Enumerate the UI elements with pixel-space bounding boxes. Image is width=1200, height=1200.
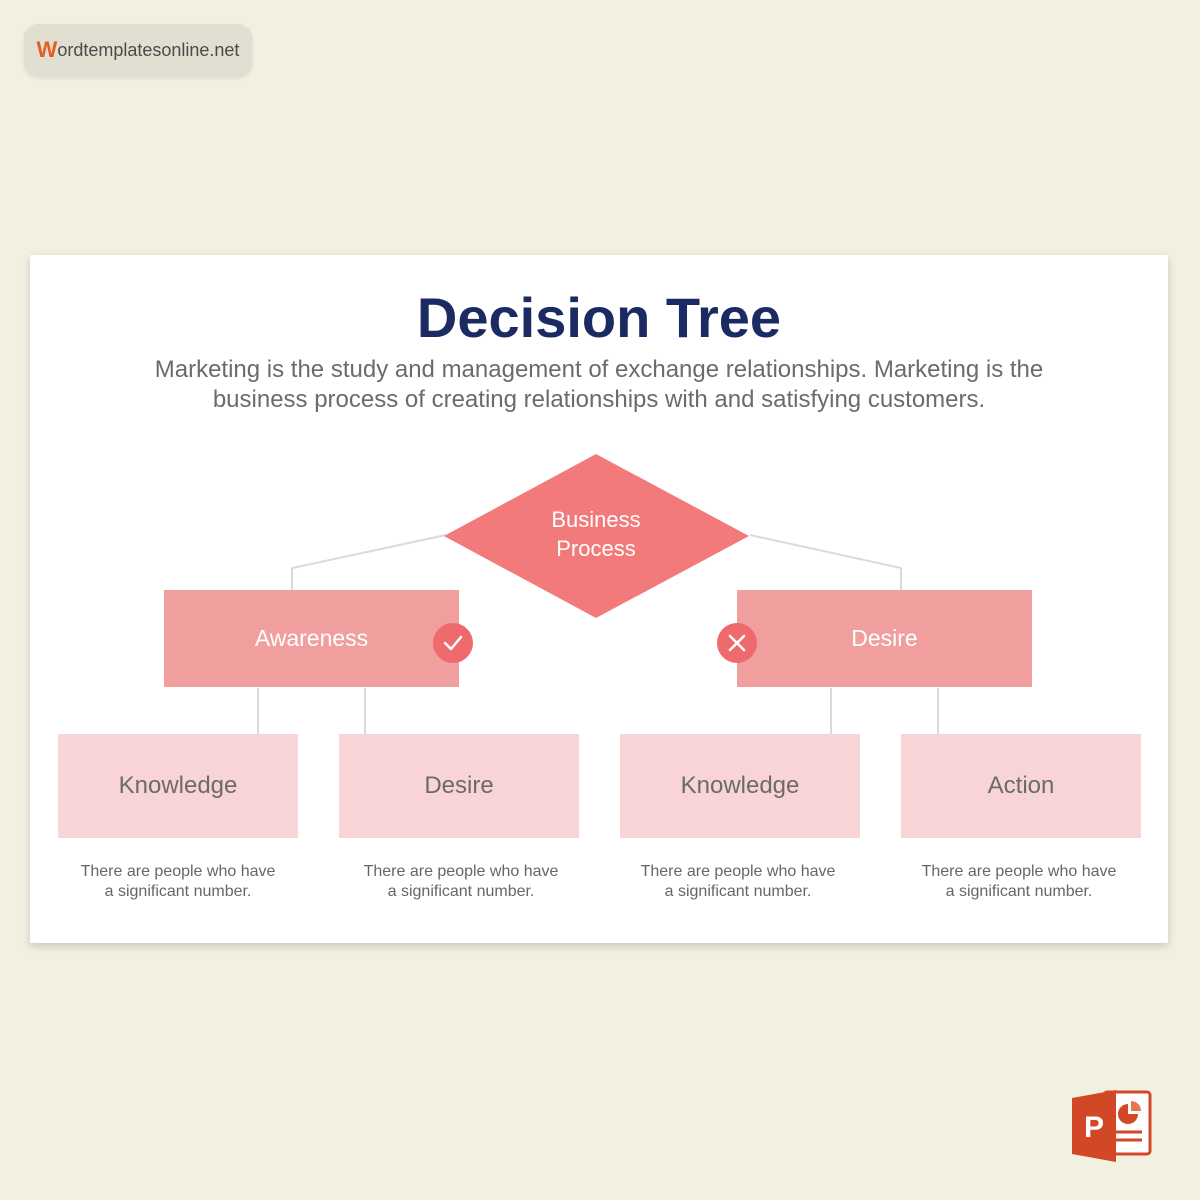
description-line-2: a significant number.	[945, 883, 1093, 900]
description-line-1: There are people who have	[921, 863, 1117, 880]
slide-subtitle: Marketing is the study and management of…	[90, 355, 1108, 415]
leaf-node-action: Action	[901, 734, 1141, 838]
description-line-1: There are people who have	[80, 863, 276, 880]
leaf-description-3: There are people who have a significant …	[608, 862, 868, 902]
branch-node-awareness: Awareness	[164, 590, 459, 687]
root-label-line-2: Process	[556, 536, 636, 561]
description-line-2: a significant number.	[664, 883, 812, 900]
cross-icon	[717, 623, 757, 663]
root-diamond-shape	[444, 454, 749, 618]
description-line-2: a significant number.	[104, 883, 252, 900]
slide-title: Decision Tree	[416, 286, 782, 349]
subtitle-line-1: Marketing is the study and management of…	[154, 356, 1044, 383]
branch-label-desire: Desire	[851, 625, 918, 651]
connector-lines	[257, 534, 939, 734]
leaf-node-desire: Desire	[339, 734, 579, 838]
subtitle-line-2: business process of creating relationshi…	[212, 386, 986, 413]
slide: Decision Tree Marketing is the study and…	[30, 255, 1168, 943]
connector-root-right	[749, 534, 902, 590]
description-line-1: There are people who have	[640, 863, 836, 880]
root-node-label: Business Process	[516, 505, 676, 563]
description-line-2: a significant number.	[387, 883, 535, 900]
leaf-label: Knowledge	[680, 772, 800, 799]
powerpoint-icon: P	[1072, 1090, 1152, 1162]
leaf-description-1: There are people who have a significant …	[48, 862, 308, 902]
leaf-node-knowledge-2: Knowledge	[620, 734, 860, 838]
watermark-text: ordtemplatesonline.net	[57, 39, 240, 60]
branch-node-desire: Desire	[737, 590, 1032, 687]
description-line-1: There are people who have	[363, 863, 559, 880]
leaf-label: Knowledge	[118, 772, 238, 799]
powerpoint-letter: P	[1084, 1111, 1104, 1144]
check-icon	[433, 623, 473, 663]
leaf-node-knowledge-1: Knowledge	[58, 734, 298, 838]
leaf-description-2: There are people who have a significant …	[331, 862, 591, 902]
root-label-line-1: Business	[551, 507, 641, 532]
leaf-description-4: There are people who have a significant …	[889, 862, 1149, 902]
leaf-label: Desire	[424, 772, 494, 799]
leaf-label: Action	[987, 772, 1055, 799]
connector-root-left	[291, 534, 447, 590]
branch-label-awareness: Awareness	[254, 625, 369, 651]
watermark-logo-letter: W	[36, 37, 58, 62]
